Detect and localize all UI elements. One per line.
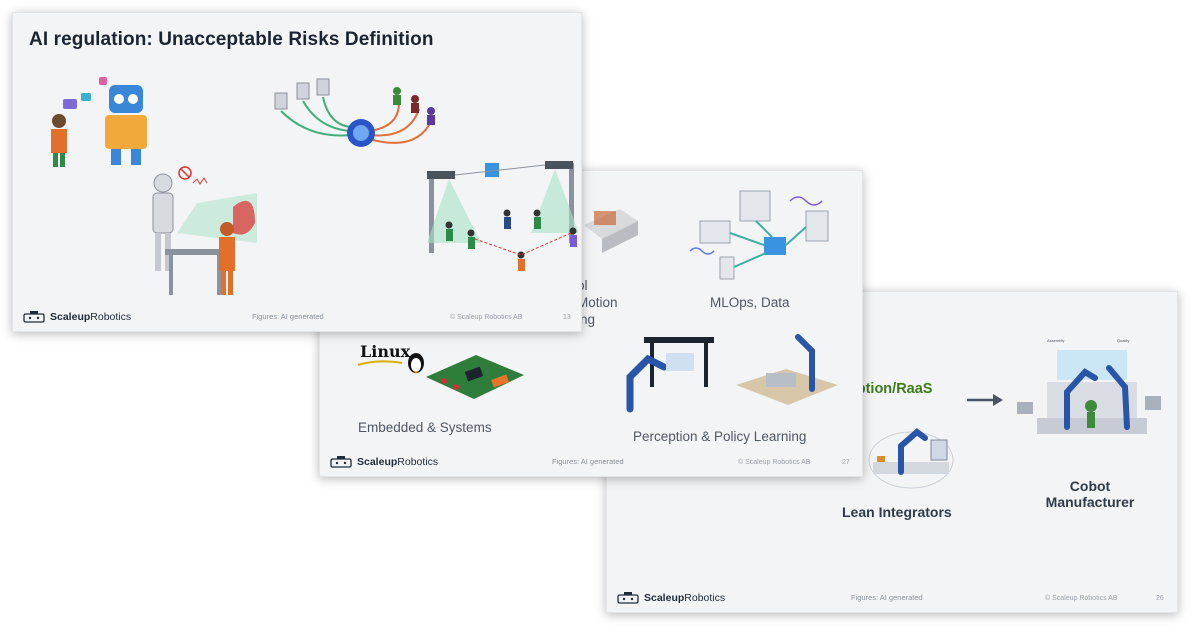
- cobot-label-line1: Cobot: [1069, 478, 1111, 494]
- page-number: 26: [1156, 595, 1164, 602]
- cobot-factory-illustration: Assembly Quality: [1017, 338, 1161, 434]
- slide-27-footer: ScaleupRobotics Figures: AI generated © …: [320, 450, 862, 476]
- control-label-partial-1: ol: [577, 278, 588, 293]
- lean-integrators-illustration: [868, 428, 954, 489]
- figures-note: Figures: AI generated: [851, 593, 923, 602]
- svg-text:Quality: Quality: [1117, 338, 1129, 343]
- robot-logo-icon: [617, 592, 639, 604]
- robot-logo-icon: [330, 456, 352, 468]
- scaleup-logo: ScaleupRobotics: [330, 456, 438, 468]
- arrow-right-icon: [967, 394, 1003, 406]
- page-number: 27: [842, 459, 850, 466]
- embedded-systems-illustration: Linux: [357, 342, 524, 399]
- mlops-data-label: MLOps, Data: [710, 295, 790, 310]
- scaleup-logo: ScaleupRobotics: [617, 592, 725, 604]
- data-profiling-illustration: [274, 78, 435, 147]
- biometric-surveillance-illustration: [427, 161, 579, 271]
- social-scoring-robot-illustration: [51, 77, 147, 167]
- robot-logo-icon: [23, 311, 45, 323]
- slide-13[interactable]: AI regulation: Unacceptable Risks Defini…: [12, 12, 582, 332]
- copyright: © Scaleup Robotics AB: [738, 459, 811, 466]
- lean-integrators-label: Lean Integrators: [842, 504, 952, 520]
- perception-policy-illustration: [626, 334, 838, 413]
- figures-note: Figures: AI generated: [252, 312, 324, 321]
- scaleup-logo: ScaleupRobotics: [23, 311, 131, 323]
- humanoid-robot-illustration: [152, 166, 257, 295]
- svg-text:Assembly: Assembly: [1047, 338, 1064, 343]
- cobot-label-line2: Manufacturer: [1045, 494, 1135, 510]
- slide-26-footer: ScaleupRobotics Figures: AI generated © …: [607, 586, 1177, 612]
- motion-table-illustration: [584, 209, 638, 253]
- slide-13-footer: ScaleupRobotics Figures: AI generated © …: [13, 305, 581, 331]
- cobot-manufacturer-label: Cobot Manufacturer: [1032, 478, 1148, 510]
- figures-note: Figures: AI generated: [552, 457, 624, 466]
- copyright: © Scaleup Robotics AB: [1045, 595, 1118, 602]
- slide-title: AI regulation: Unacceptable Risks Defini…: [29, 29, 434, 50]
- perception-policy-label: Perception & Policy Learning: [633, 429, 807, 444]
- mlops-data-illustration: [689, 190, 829, 280]
- embedded-systems-label: Embedded & Systems: [358, 420, 492, 435]
- linux-text: Linux: [360, 342, 411, 361]
- control-label-partial-2: Motion: [577, 295, 618, 310]
- copyright: © Scaleup Robotics AB: [450, 314, 523, 321]
- page-number: 13: [563, 314, 571, 321]
